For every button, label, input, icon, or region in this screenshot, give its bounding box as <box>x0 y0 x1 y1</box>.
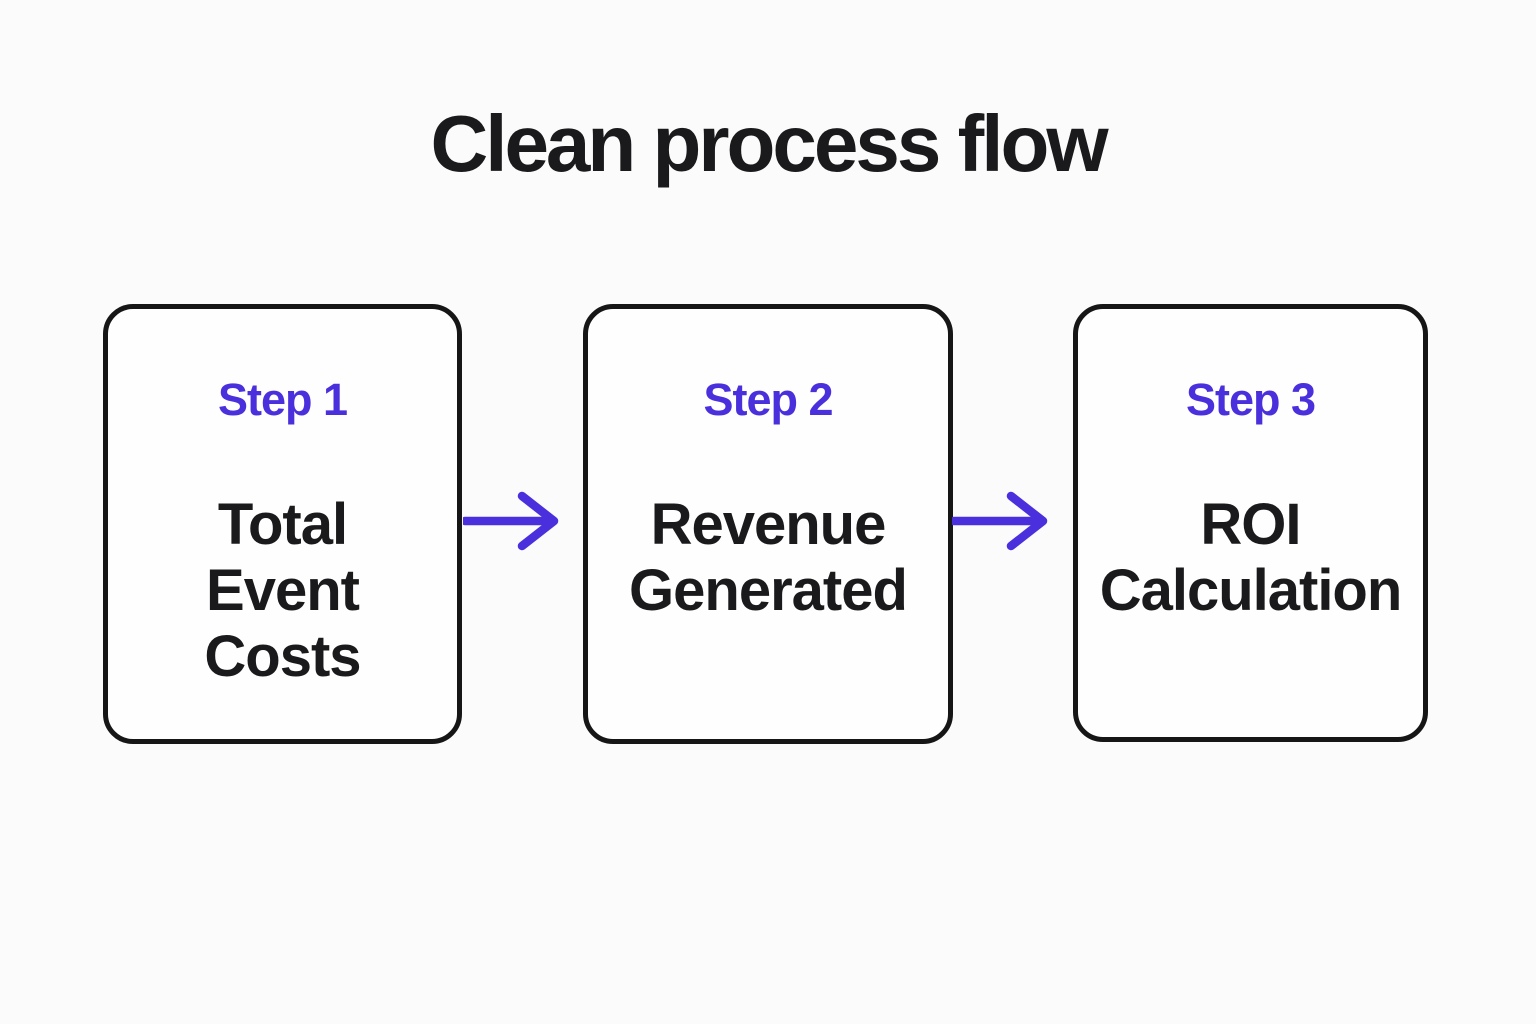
step-1-text-line: Costs <box>204 624 361 689</box>
diagram-title: Clean process flow <box>430 99 1108 188</box>
step-box-2: Step 2 Revenue Generated <box>583 304 953 744</box>
step-3-label: Step 3 <box>1185 374 1316 425</box>
step-box-1: Step 1 Total Event Costs <box>103 304 462 744</box>
step-3-text-line: ROI <box>1200 492 1301 557</box>
step-2-text: Revenue Generated <box>629 492 908 624</box>
right-arrow-icon <box>952 491 1048 551</box>
right-arrow-icon <box>463 491 559 551</box>
step-1-text-line: Event <box>206 558 360 623</box>
step-box-3: Step 3 ROI Calculation <box>1073 304 1428 742</box>
step-2-text-line: Revenue <box>650 492 887 557</box>
step-2-text-line: Generated <box>629 558 908 623</box>
step-1-text: Total Event Costs <box>204 492 361 690</box>
step-3-text: ROI Calculation <box>1099 492 1403 624</box>
step-1-label: Step 1 <box>217 374 348 425</box>
step-1-text-line: Total <box>217 492 348 557</box>
step-2-label: Step 2 <box>703 374 833 425</box>
step-3-text-line: Calculation <box>1099 558 1403 623</box>
